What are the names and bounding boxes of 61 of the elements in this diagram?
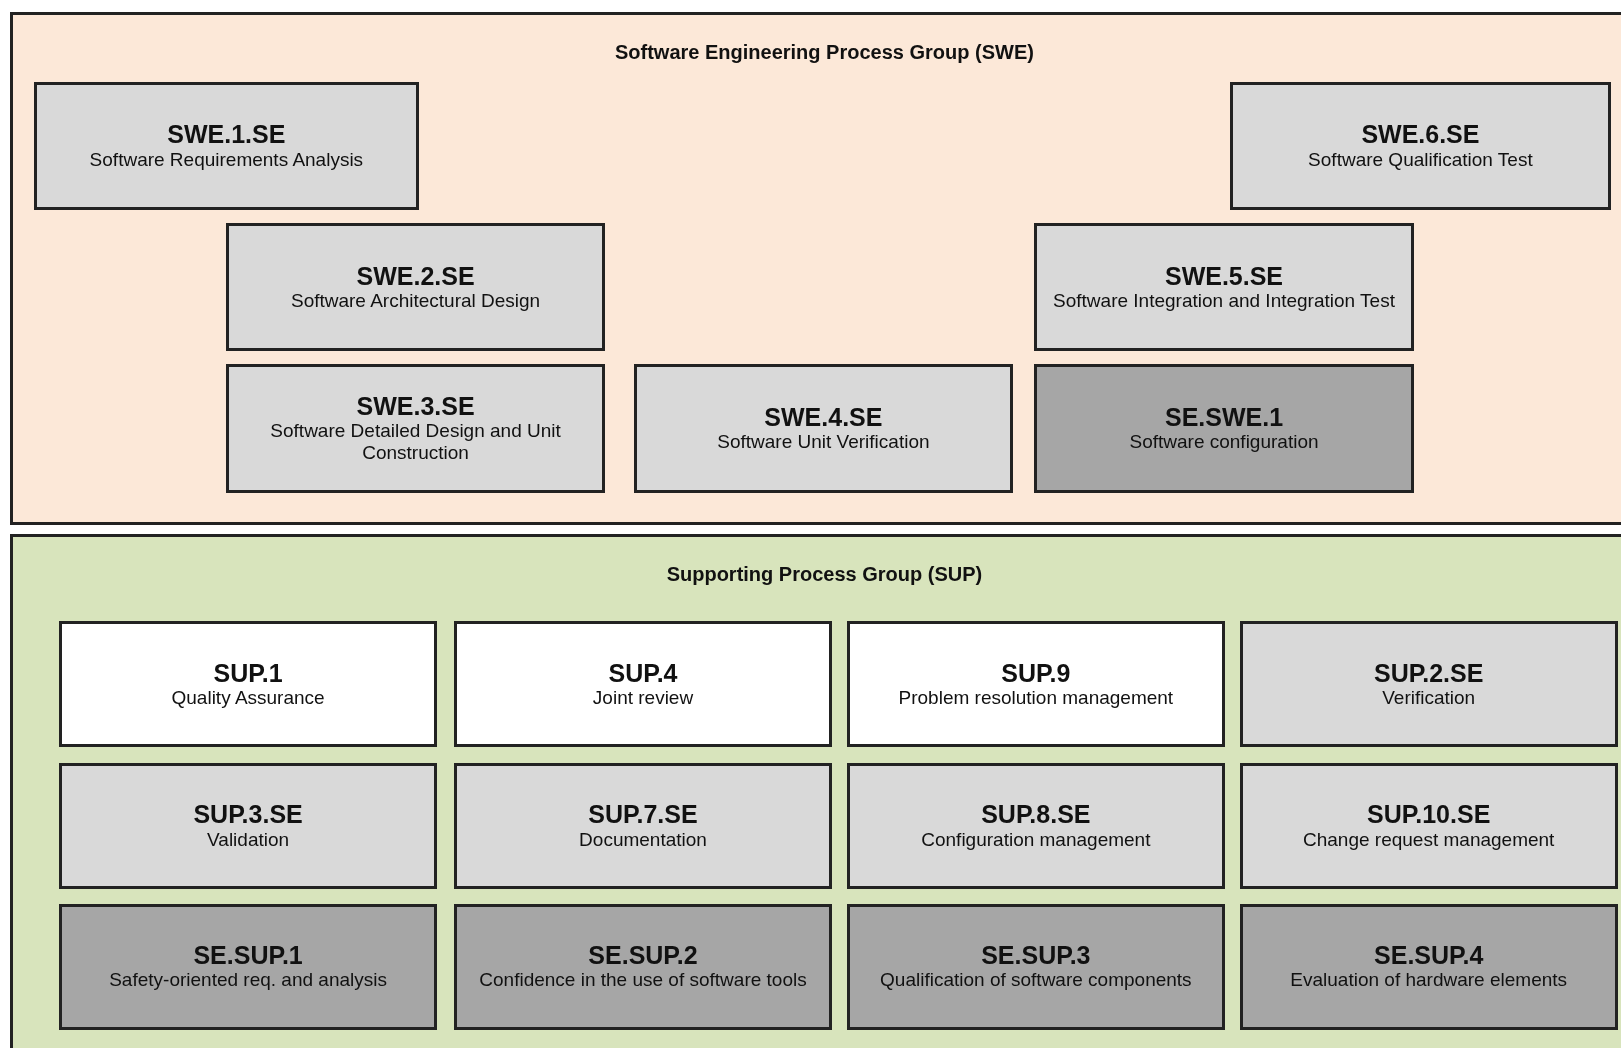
process-name: Configuration management xyxy=(920,828,1152,851)
process-id: SUP.7.SE xyxy=(588,801,698,829)
process-box xyxy=(226,223,605,352)
process-box xyxy=(34,81,419,210)
process-box xyxy=(453,621,833,748)
process-box xyxy=(1239,762,1618,890)
process-name: Qualification of software components xyxy=(879,969,1193,992)
group-panel xyxy=(10,12,1621,526)
process-name: Validation xyxy=(206,828,291,851)
process-id: SUP.8.SE xyxy=(981,801,1091,829)
process-box xyxy=(846,621,1226,748)
process-id: SE.SUP.1 xyxy=(193,941,303,970)
process-id: SUP.2.SE xyxy=(1374,659,1484,688)
process-box xyxy=(453,903,833,1030)
process-box xyxy=(633,363,1014,494)
process-box xyxy=(1033,223,1415,352)
process-box xyxy=(1230,81,1611,210)
process-name: Joint review xyxy=(591,687,695,709)
process-name: Confidence in the use of software tools xyxy=(478,969,808,992)
process-name: Verification xyxy=(1381,687,1477,709)
process-box xyxy=(453,762,833,890)
process-name: Software Architectural Design xyxy=(289,290,542,313)
group-title: Supporting Process Group (SUP) xyxy=(666,563,983,587)
process-id: SWE.3.SE xyxy=(356,392,475,421)
process-name: Software Unit Verification xyxy=(716,431,931,454)
process-name: Software Qualification Test xyxy=(1307,148,1534,171)
process-id: SWE.5.SE xyxy=(1164,262,1284,291)
process-id: SE.SUP.3 xyxy=(981,941,1091,970)
process-name: Quality Assurance xyxy=(170,687,326,709)
process-box xyxy=(846,762,1226,890)
process-name: Problem resolution management xyxy=(897,687,1175,709)
process-id: SUP.4 xyxy=(608,659,678,688)
process-box xyxy=(58,903,438,1030)
process-box xyxy=(226,363,605,494)
process-box xyxy=(58,762,438,890)
process-id: SUP.3.SE xyxy=(193,801,303,829)
process-name: Change request management xyxy=(1302,828,1556,851)
process-box xyxy=(1033,363,1415,494)
process-name: Safety-oriented req. and analysis xyxy=(108,969,388,992)
process-name: Software Requirements Analysis xyxy=(88,148,365,171)
process-id: SE.SUP.2 xyxy=(588,941,698,970)
process-id: SUP.1 xyxy=(213,659,283,688)
process-id: SUP.9 xyxy=(1001,659,1071,688)
process-id: SUP.10.SE xyxy=(1367,801,1491,829)
process-name: Software configuration xyxy=(1128,431,1320,454)
process-box xyxy=(58,621,438,748)
process-name: Evaluation of hardware elements xyxy=(1289,969,1569,992)
process-id: SWE.2.SE xyxy=(356,262,475,291)
process-box xyxy=(1239,621,1618,748)
group-panel xyxy=(10,534,1621,1048)
process-id: SE.SUP.4 xyxy=(1374,941,1484,970)
process-name: Software Integration and Integration Test xyxy=(1052,290,1396,313)
process-name: Software Detailed Design and Unit Construction xyxy=(269,420,562,465)
process-id: SE.SWE.1 xyxy=(1164,403,1284,432)
process-id: SWE.6.SE xyxy=(1361,121,1480,149)
process-box xyxy=(1239,903,1618,1030)
process-id: SWE.1.SE xyxy=(167,121,286,149)
process-box xyxy=(846,903,1226,1030)
process-id: SWE.4.SE xyxy=(764,403,883,432)
process-name: Documentation xyxy=(578,828,708,851)
group-title: Software Engineering Process Group (SWE) xyxy=(614,41,1034,65)
